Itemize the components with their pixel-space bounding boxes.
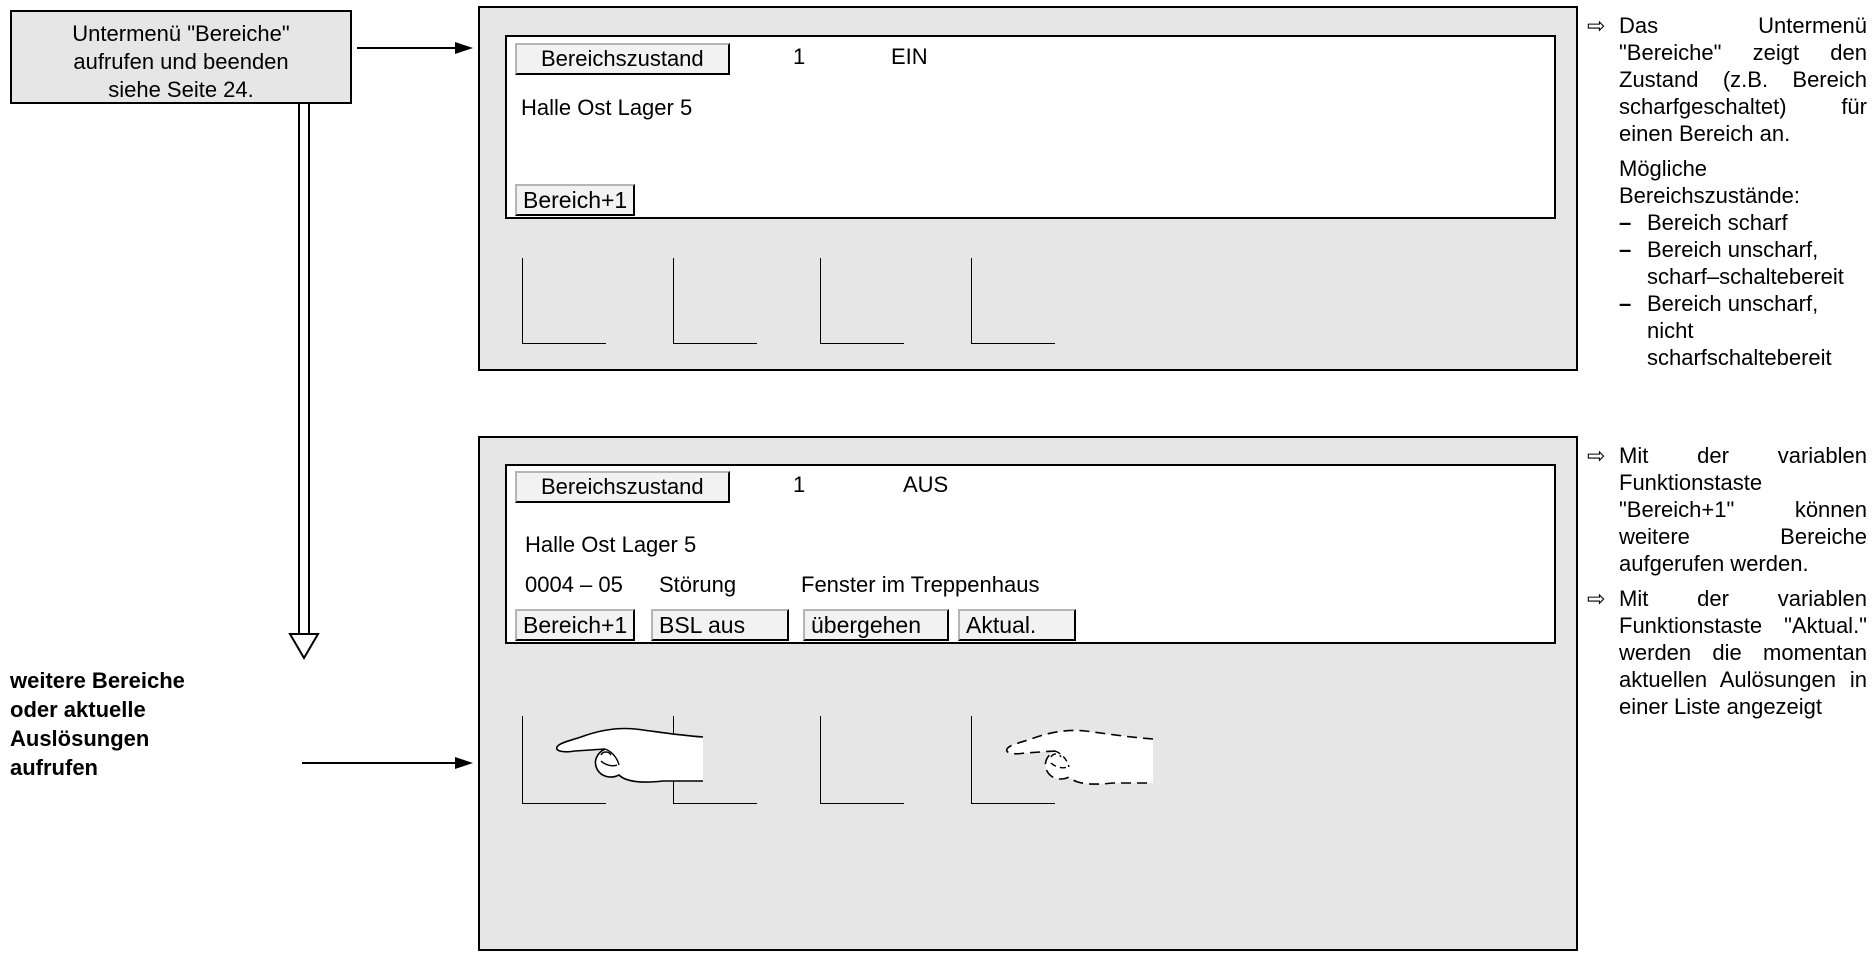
states-title: Mögliche Bereichszustände: (1619, 156, 1800, 208)
state-item: –Bereich scharf (1619, 210, 1788, 235)
bottom-note-line-1: weitere Bereiche (10, 668, 185, 693)
keypad-panel-2: Bereichszustand 1 AUS Halle Ost Lager 5 … (478, 436, 1578, 951)
flow-arrow-shaft (298, 104, 310, 635)
arrow-right-icon: ⇨ (1587, 586, 1606, 611)
arrow-to-screen1-icon (357, 42, 473, 54)
fault-type: Störung (659, 572, 737, 597)
bereich-plus-1-key-2[interactable]: Bereich+1 (515, 609, 636, 641)
softkey-2[interactable] (673, 258, 757, 344)
aktual-key[interactable]: Aktual. (958, 609, 1076, 641)
bereichszustand-key-1[interactable]: Bereichszustand (515, 43, 730, 75)
bottom-note: weitere Bereiche oder aktuelle Auslösung… (10, 666, 185, 782)
bottom-note-line-2: oder aktuelle (10, 697, 146, 722)
description-2: ⇨ Mit der variablen Funktionstaste "Bere… (1587, 442, 1867, 720)
arrow-to-screen2-icon (302, 757, 473, 769)
uebergehen-key[interactable]: übergehen (803, 609, 949, 641)
display-screen-1: Bereichszustand 1 EIN Halle Ost Lager 5 … (505, 35, 1556, 219)
fault-code: 0004 – 05 (525, 572, 623, 597)
bereichszustand-key-2[interactable]: Bereichszustand (515, 471, 730, 503)
description-1-text: Das Untermenü "Bereiche" zeigt den Zusta… (1619, 13, 1867, 146)
softkey-3[interactable] (820, 258, 904, 344)
area-number-1: 1 (793, 44, 806, 69)
state-item: –Bereich unscharf, nicht scharfschaltebe… (1619, 291, 1832, 370)
start-line-1: Untermenü "Bereiche" (72, 21, 290, 46)
start-line-2: aufrufen und beenden (73, 49, 289, 74)
softkey-4[interactable] (971, 258, 1055, 344)
start-line-3: siehe Seite 24. (108, 77, 254, 102)
arrow-right-icon: ⇨ (1587, 443, 1606, 468)
area-name-2: Halle Ost Lager 5 (525, 532, 697, 557)
area-name-1: Halle Ost Lager 5 (521, 95, 693, 120)
keypad-panel-1: Bereichszustand 1 EIN Halle Ost Lager 5 … (478, 6, 1578, 371)
pointing-hand-icon (555, 727, 704, 783)
bsl-aus-key[interactable]: BSL aus (651, 609, 789, 641)
softkey-7[interactable] (820, 716, 904, 804)
softkey-8[interactable] (971, 716, 1055, 804)
start-instruction-box: Untermenü "Bereiche" aufrufen und beende… (10, 10, 352, 104)
dashed-pointing-hand-icon (1005, 729, 1154, 785)
area-state-2: AUS (903, 472, 949, 497)
bereich-plus-1-key-1[interactable]: Bereich+1 (515, 184, 636, 216)
flow-arrow-head-icon (288, 633, 320, 660)
softkey-5[interactable] (522, 716, 606, 804)
softkey-1[interactable] (522, 258, 606, 344)
display-screen-2: Bereichszustand 1 AUS Halle Ost Lager 5 … (505, 464, 1556, 644)
state-item: –Bereich unscharf, scharf–schaltebereit (1619, 237, 1844, 289)
description-2-text-2: Mit der variablen Funktionstaste "Aktual… (1619, 586, 1867, 719)
area-number-2: 1 (793, 472, 806, 497)
arrow-right-icon: ⇨ (1587, 13, 1606, 38)
bottom-note-line-4: aufrufen (10, 755, 98, 780)
description-2-text-1: Mit der variablen Funktionstaste "Bereic… (1619, 443, 1867, 576)
area-state-1: EIN (891, 44, 928, 69)
description-1: ⇨ Das Untermenü "Bereiche" zeigt den Zus… (1587, 12, 1867, 371)
fault-location: Fenster im Treppenhaus (801, 572, 1040, 597)
bottom-note-line-3: Auslösungen (10, 726, 150, 751)
